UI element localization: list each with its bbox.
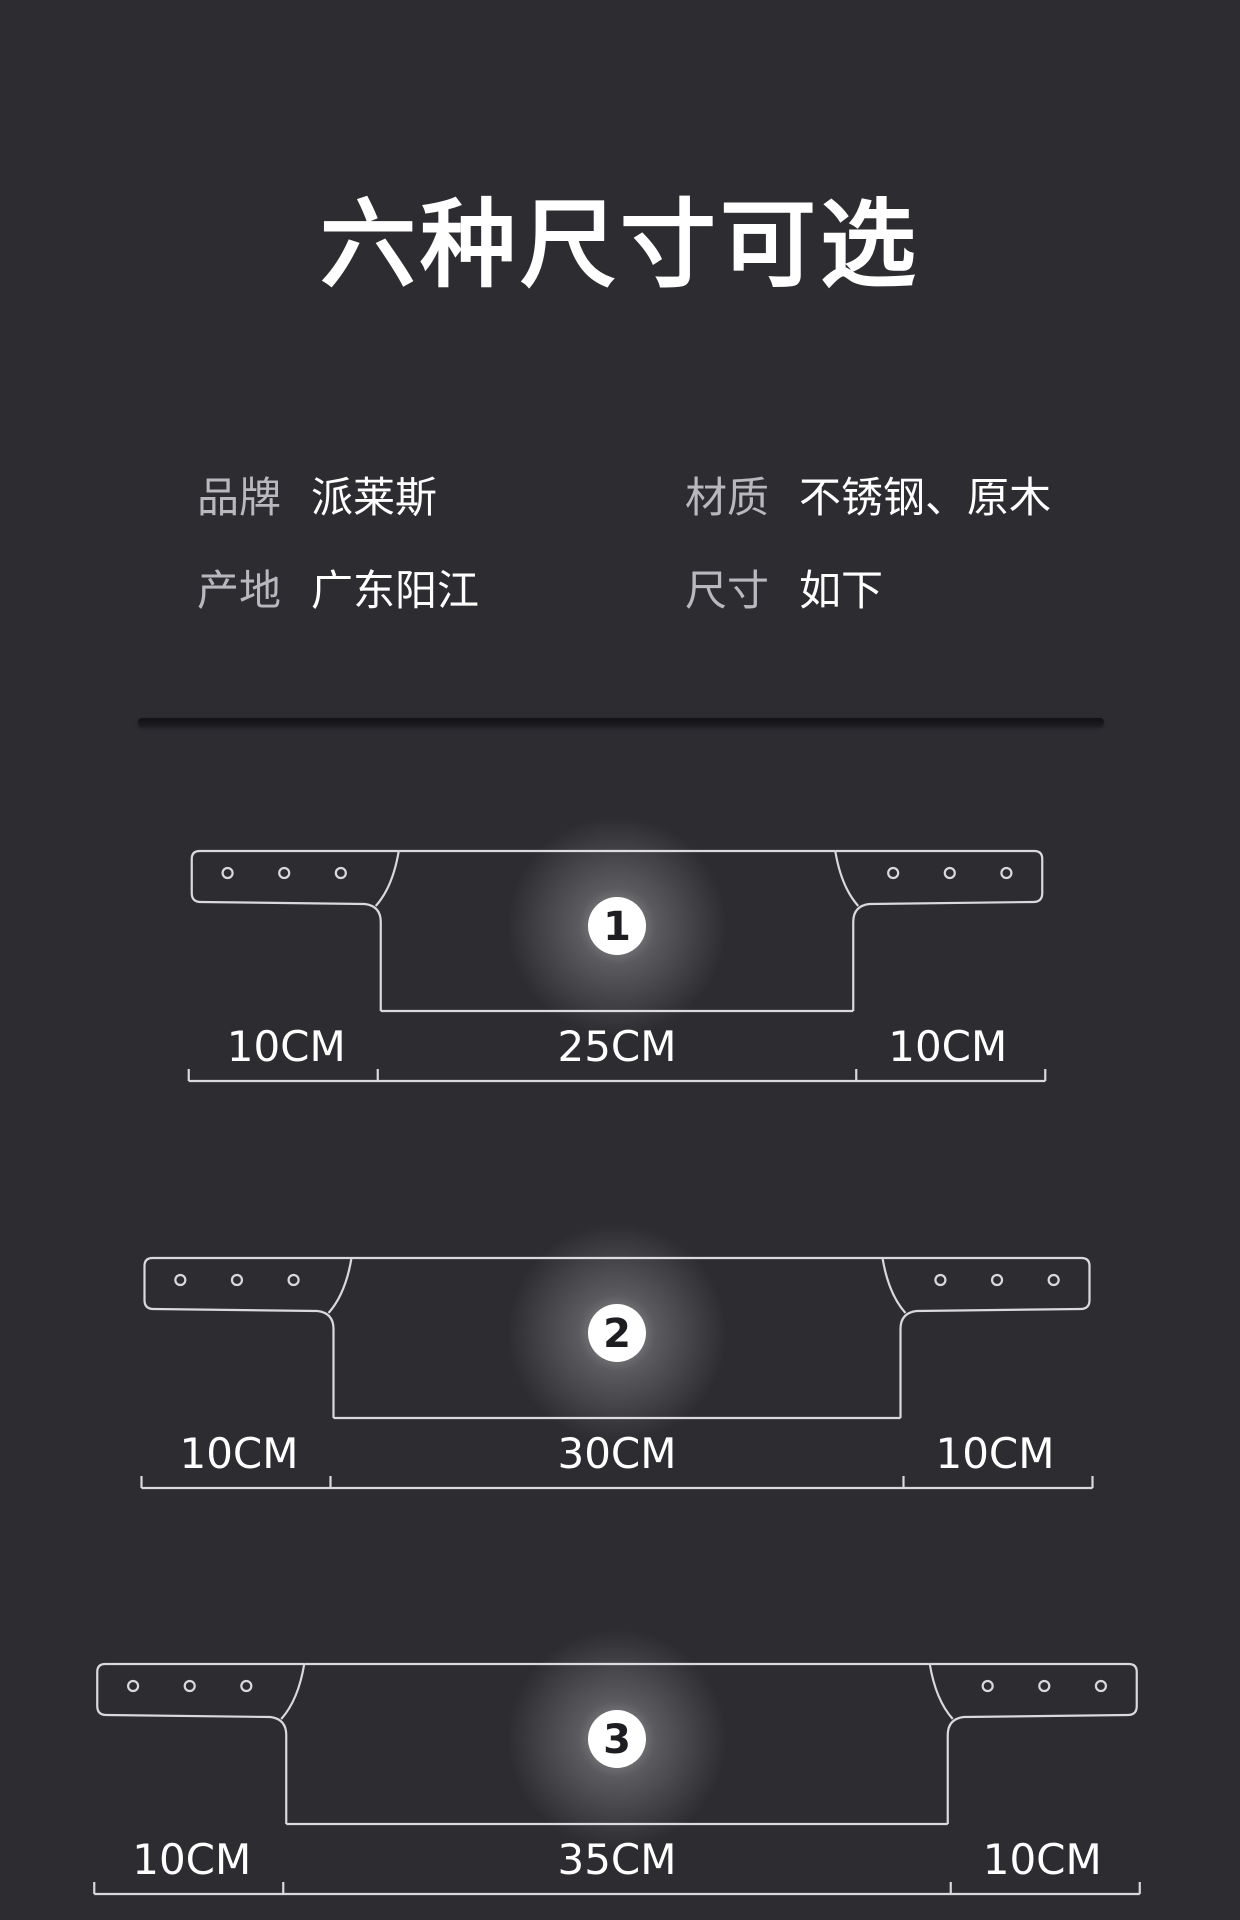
spec-brand-value: 派莱斯 — [311, 473, 438, 522]
spec-size-label: 尺寸 — [685, 566, 770, 615]
number-label: 3 — [603, 1717, 631, 1763]
spec-origin: 产地广东阳江 — [197, 566, 479, 616]
measure-handle-right: 10CM — [935, 1429, 1054, 1478]
rivet-left-1 — [126, 1679, 140, 1693]
rivet-left-1 — [174, 1273, 187, 1287]
measure-blade: 30CM — [557, 1429, 676, 1478]
knife-bolster-left — [327, 1257, 353, 1314]
spec-material: 材质不锈钢、原木 — [685, 473, 1051, 523]
spec-material-value: 不锈钢、原木 — [799, 473, 1052, 522]
knife-handle-left — [190, 849, 399, 1011]
rivet-right-1 — [1094, 1679, 1108, 1693]
measure-handle-left: 10CM — [132, 1835, 251, 1884]
rivet-right-3 — [887, 866, 900, 880]
rivet-right-1 — [1047, 1273, 1060, 1287]
number-badge — [588, 897, 646, 955]
rivet-right-3 — [981, 1679, 994, 1693]
knife-handle-left — [96, 1662, 305, 1824]
measure-handle-left: 10CM — [227, 1022, 346, 1071]
rivet-left-3 — [287, 1273, 300, 1287]
measure-blade: 35CM — [557, 1835, 676, 1884]
spec-brand: 品牌派莱斯 — [197, 473, 437, 523]
rivet-right-3 — [934, 1273, 947, 1287]
spec-origin-value: 广东阳江 — [311, 566, 480, 615]
knife-diagram-3: 3 10CM 35CM 10CM — [93, 1629, 1141, 1896]
number-label: 1 — [603, 904, 631, 950]
spec-origin-label: 产地 — [197, 566, 282, 615]
spec-size-value: 如下 — [799, 566, 884, 615]
spec-brand-label: 品牌 — [197, 473, 282, 522]
knife-bolster-left — [280, 1663, 306, 1720]
knife-bolster-right — [928, 1663, 954, 1720]
spec-material-label: 材质 — [685, 473, 770, 522]
rivet-right-2 — [1038, 1679, 1051, 1693]
rivet-right-2 — [990, 1273, 1004, 1287]
knife-diagram-1: 1 10CM 25CM 10CM — [187, 816, 1047, 1083]
knife-handle-right — [882, 1256, 1091, 1418]
section-divider — [138, 718, 1104, 726]
rivet-right-2 — [943, 866, 956, 880]
knife-handle-left — [143, 1256, 352, 1418]
rivet-right-1 — [1000, 866, 1013, 880]
spec-size: 尺寸如下 — [685, 566, 883, 616]
knife-bolster-left — [374, 850, 400, 907]
rivet-left-1 — [221, 866, 234, 880]
page-title: 六种尺寸可选 — [320, 189, 920, 301]
rivet-left-2 — [230, 1273, 244, 1287]
measure-handle-right: 10CM — [983, 1835, 1102, 1884]
rivet-left-3 — [240, 1679, 253, 1693]
knife-handle-right — [929, 1662, 1138, 1824]
number-badge — [588, 1710, 646, 1768]
measure-handle-left: 10CM — [179, 1429, 298, 1478]
knife-handle-right — [835, 849, 1044, 1011]
number-badge — [588, 1304, 646, 1362]
measure-handle-right: 10CM — [888, 1022, 1007, 1071]
rivet-left-2 — [278, 866, 291, 880]
knife-bolster-right — [881, 1257, 907, 1314]
rivet-left-2 — [183, 1679, 196, 1693]
knife-bolster-right — [834, 850, 860, 907]
measure-blade: 25CM — [557, 1022, 676, 1071]
number-label: 2 — [603, 1311, 631, 1357]
rivet-left-3 — [334, 866, 347, 880]
knife-diagram-2: 2 10CM 30CM 10CM — [140, 1223, 1094, 1490]
